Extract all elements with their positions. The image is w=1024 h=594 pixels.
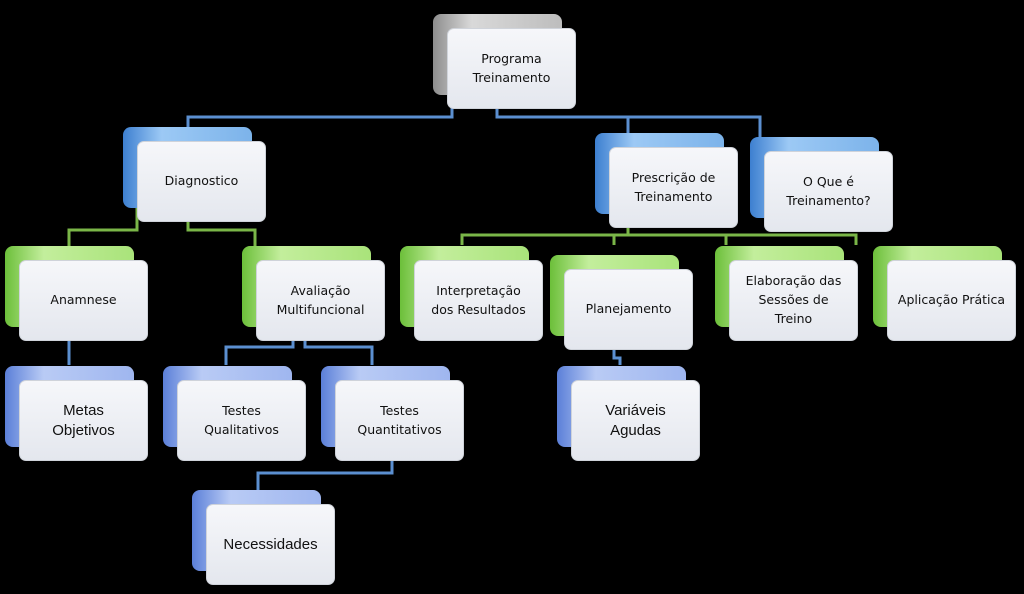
node-metas-objetivos[interactable]: Metas Objetivos — [5, 366, 149, 461]
node-anamnese[interactable]: Anamnese — [5, 246, 149, 341]
connector-quant-necessidades — [256, 461, 394, 490]
node-avaliacao[interactable]: Avaliação Multifuncional — [242, 246, 386, 341]
node-testes-quantitativos[interactable]: Testes Quantitativos — [321, 366, 465, 461]
connector-diagnostico-avaliacao — [186, 221, 257, 246]
node-interpretacao[interactable]: Interpretação dos Resultados — [400, 246, 544, 341]
connector-programa-diagnostico — [186, 108, 454, 127]
node-programa-treinamento[interactable]: Programa Treinamento — [433, 14, 577, 109]
connector-programa-right — [495, 108, 762, 137]
node-elaboracao[interactable]: Elaboração das Sessões de Treino — [715, 246, 859, 341]
node-necessidades[interactable]: Necessidades — [192, 490, 336, 585]
node-aplicacao-pratica[interactable]: Aplicação Prática — [873, 246, 1017, 341]
node-prescricao[interactable]: Prescrição de Treinamento — [595, 133, 739, 228]
connector-planejamento-variaveis — [612, 350, 622, 365]
node-variaveis-agudas[interactable]: Variáveis Agudas — [557, 366, 701, 461]
connector-avaliacao-testes — [224, 341, 374, 365]
node-diagnostico[interactable]: Diagnostico — [123, 127, 267, 222]
connector-prescricao-children — [460, 227, 858, 245]
node-o-que-e-treinamento[interactable]: O Que é Treinamento? — [750, 137, 894, 232]
node-planejamento[interactable]: Planejamento — [550, 255, 694, 350]
node-testes-qualitativos[interactable]: Testes Qualitativos — [163, 366, 307, 461]
